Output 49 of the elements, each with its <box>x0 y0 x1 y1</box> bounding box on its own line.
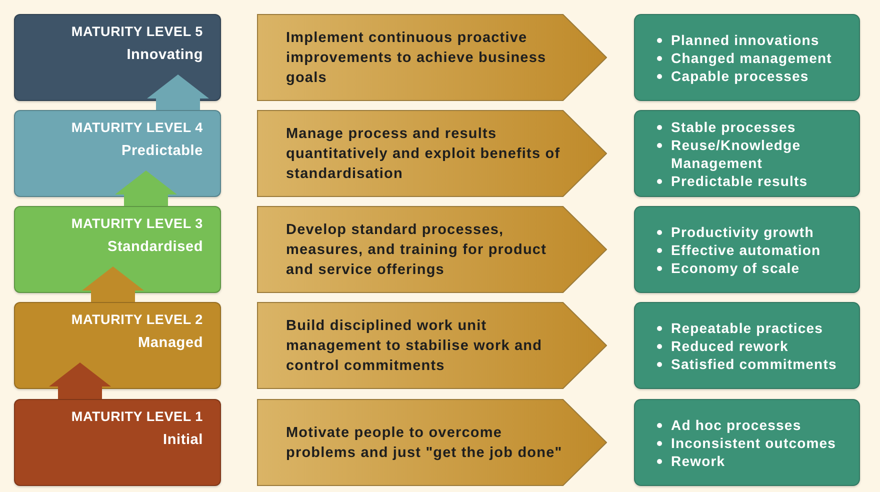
up-arrow <box>49 362 111 399</box>
bullet-text: Reuse/Knowledge Management <box>671 136 802 172</box>
bullet-text: Capable processes <box>671 66 809 84</box>
up-arrow <box>115 170 177 206</box>
bullet-text: Inconsistent outcomes <box>671 434 836 452</box>
bullet-text: Reduced rework <box>671 336 788 354</box>
level-title: MATURITY LEVEL 1 <box>71 409 203 424</box>
bullet-text: Planned innovations <box>671 30 820 48</box>
level-box <box>14 206 221 293</box>
description-text: Manage process and results quantitatively and exploit benefits of standardisation <box>286 124 562 184</box>
bullet-text: Repeatable practices <box>671 318 824 336</box>
up-arrow <box>82 266 144 302</box>
outcome-card <box>634 206 860 293</box>
bullet-text: Predictable results <box>671 172 808 190</box>
level-title: MATURITY LEVEL 4 <box>71 120 203 135</box>
outcome-card <box>634 110 860 197</box>
outcome-card <box>634 399 860 486</box>
level-name: Standardised <box>108 239 203 255</box>
description-text: Develop standard processes, measures, and training for product and service offerings <box>286 220 548 280</box>
level-box <box>14 14 221 101</box>
bullet-text: Rework <box>671 452 726 470</box>
arrow-banner <box>257 399 607 486</box>
bullet-text: Changed management <box>671 48 832 66</box>
level-title: MATURITY LEVEL 2 <box>71 312 203 327</box>
up-arrow <box>147 74 209 110</box>
level-box <box>14 399 221 486</box>
arrow-banner <box>257 206 607 293</box>
level-name: Innovating <box>126 47 203 63</box>
level-name: Initial <box>163 432 203 448</box>
level-name: Predictable <box>122 143 203 159</box>
arrow-banner <box>257 110 607 197</box>
level-box <box>14 110 221 197</box>
outcome-card <box>634 14 860 101</box>
level-title: MATURITY LEVEL 5 <box>71 24 203 39</box>
description-text: Build disciplined work unit management to stabilise work and control commitments <box>286 316 544 376</box>
arrow-banner <box>257 14 607 101</box>
bullet-text: Stable processes <box>671 118 796 136</box>
arrow-banner <box>257 302 607 389</box>
outcome-card <box>634 302 860 389</box>
description-text: Implement continuous proactive improvements to achieve business goals <box>286 28 548 88</box>
level-box <box>14 302 221 389</box>
description-text: Motivate people to overcome problems and just "get the job done" <box>286 424 564 462</box>
bullet-text: Effective automation <box>671 240 821 258</box>
bullet-text: Satisfied commitments <box>671 354 837 372</box>
level-name: Managed <box>138 335 203 351</box>
bullet-text: Ad hoc processes <box>671 416 802 434</box>
bullet-text: Economy of scale <box>671 258 800 276</box>
bullet-text: Productivity growth <box>671 222 814 240</box>
level-title: MATURITY LEVEL 3 <box>71 216 203 231</box>
